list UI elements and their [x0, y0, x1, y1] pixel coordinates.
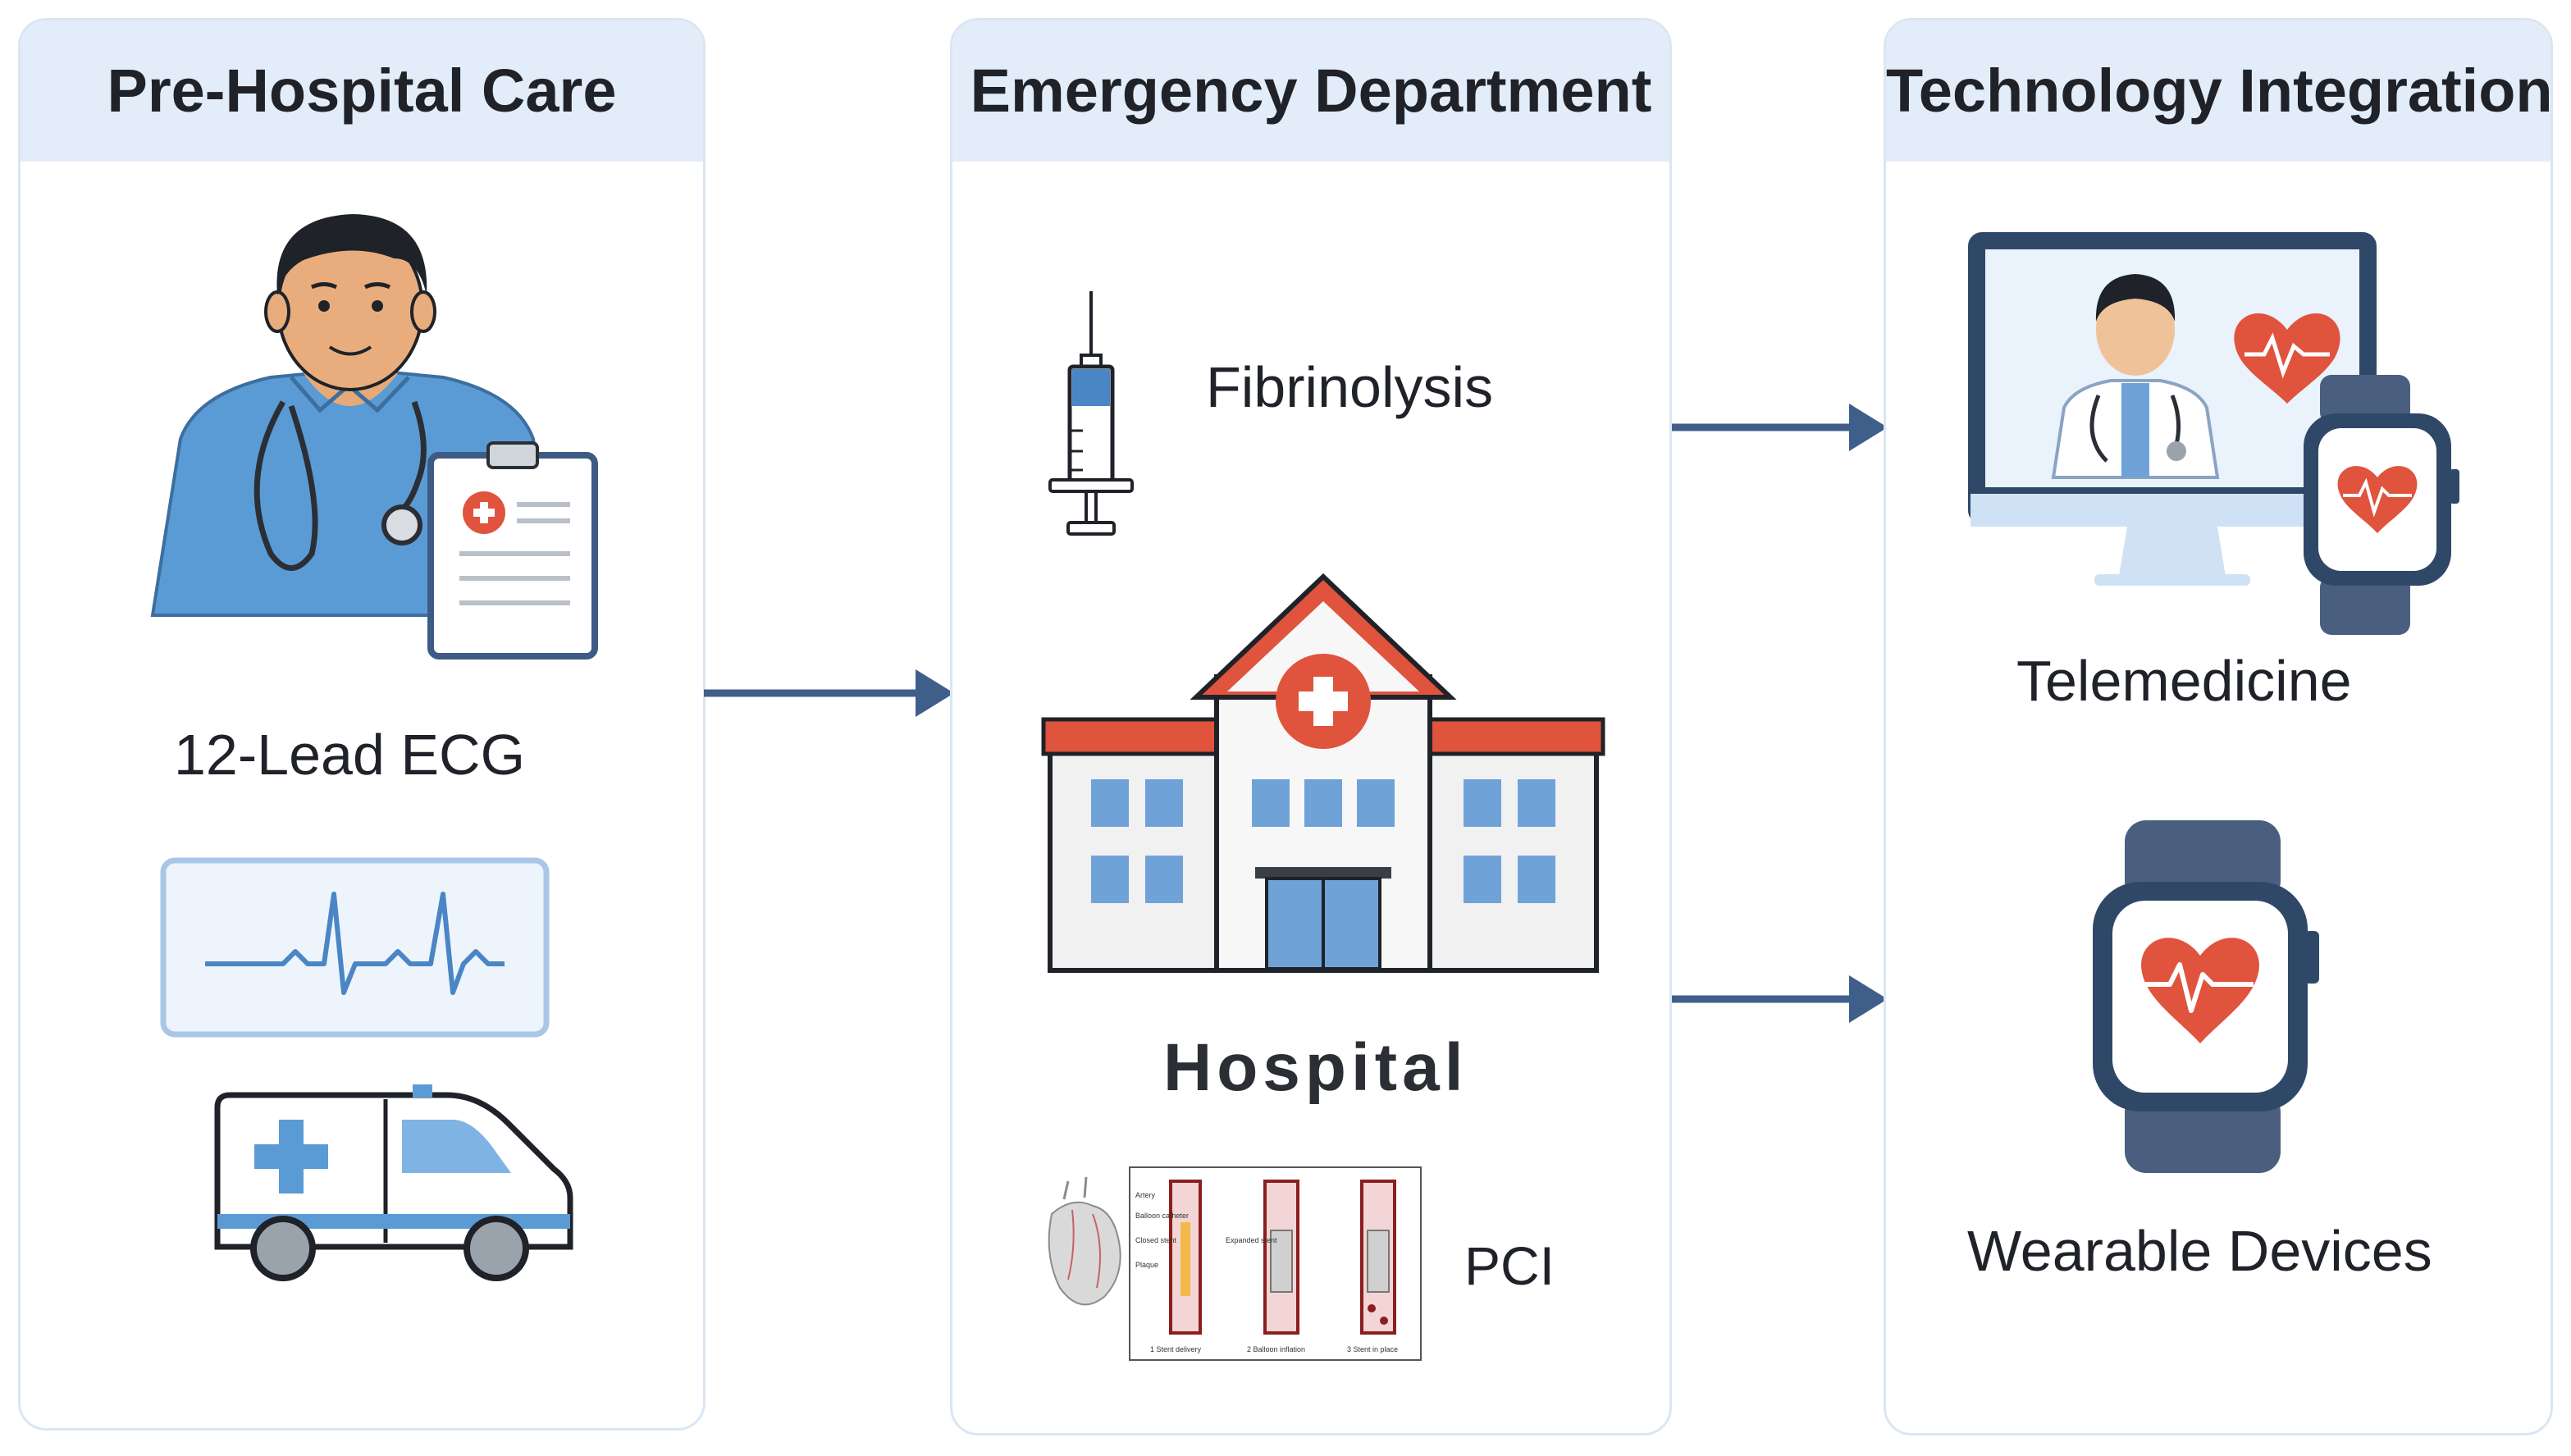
wearable-devices-label: Wearable Devices: [1967, 1219, 2432, 1283]
paramedic-icon: [150, 214, 598, 660]
telemedicine-label: Telemedicine: [2016, 649, 2352, 713]
pci-artery-label: Artery: [1135, 1191, 1156, 1199]
pci-expanded-stent-label: Expanded stent: [1226, 1236, 1277, 1244]
pci-plaque-label: Plaque: [1135, 1261, 1158, 1269]
fibrinolysis-label: Fibrinolysis: [1206, 355, 1494, 419]
arrow-to-wearables: [1670, 975, 1888, 1023]
pci-balloon-label: Balloon catheter: [1135, 1212, 1189, 1220]
hospital-label: Hospital: [1163, 1030, 1468, 1105]
smartwatch-icon: [2093, 820, 2319, 1173]
technology-header: [1886, 21, 2550, 162]
pci-step-3: 3 Stent in place: [1347, 1345, 1398, 1353]
ambulance-icon: [214, 1084, 573, 1281]
pci-label: PCI: [1464, 1235, 1555, 1296]
pre-hospital-title: Pre-Hospital Care: [107, 57, 617, 125]
pci-step-2: 2 Balloon inflation: [1247, 1345, 1305, 1353]
pci-step-1: 1 Stent delivery: [1150, 1345, 1202, 1353]
arrow-to-telemedicine: [1670, 404, 1888, 451]
pci-diagram: Artery Balloon catheter Closed stent Pla…: [1048, 1166, 1422, 1361]
technology-title: Technology Integration: [1886, 57, 2553, 125]
arrow-to-emergency: [704, 669, 954, 717]
pci-closed-stent-label: Closed stent: [1135, 1236, 1177, 1244]
emergency-title: Emergency Department: [970, 57, 1652, 125]
ecg-label: 12-Lead ECG: [174, 723, 526, 787]
telemedicine-icon: [1968, 232, 2459, 635]
emergency-header: [952, 21, 1669, 162]
pre-hospital-header: [21, 21, 703, 162]
syringe-icon: [1048, 291, 1134, 536]
ecg-monitor-icon: [160, 857, 550, 1038]
heart-anatomy-icon: [1048, 1176, 1121, 1306]
hospital-building-icon: [1041, 573, 1605, 973]
